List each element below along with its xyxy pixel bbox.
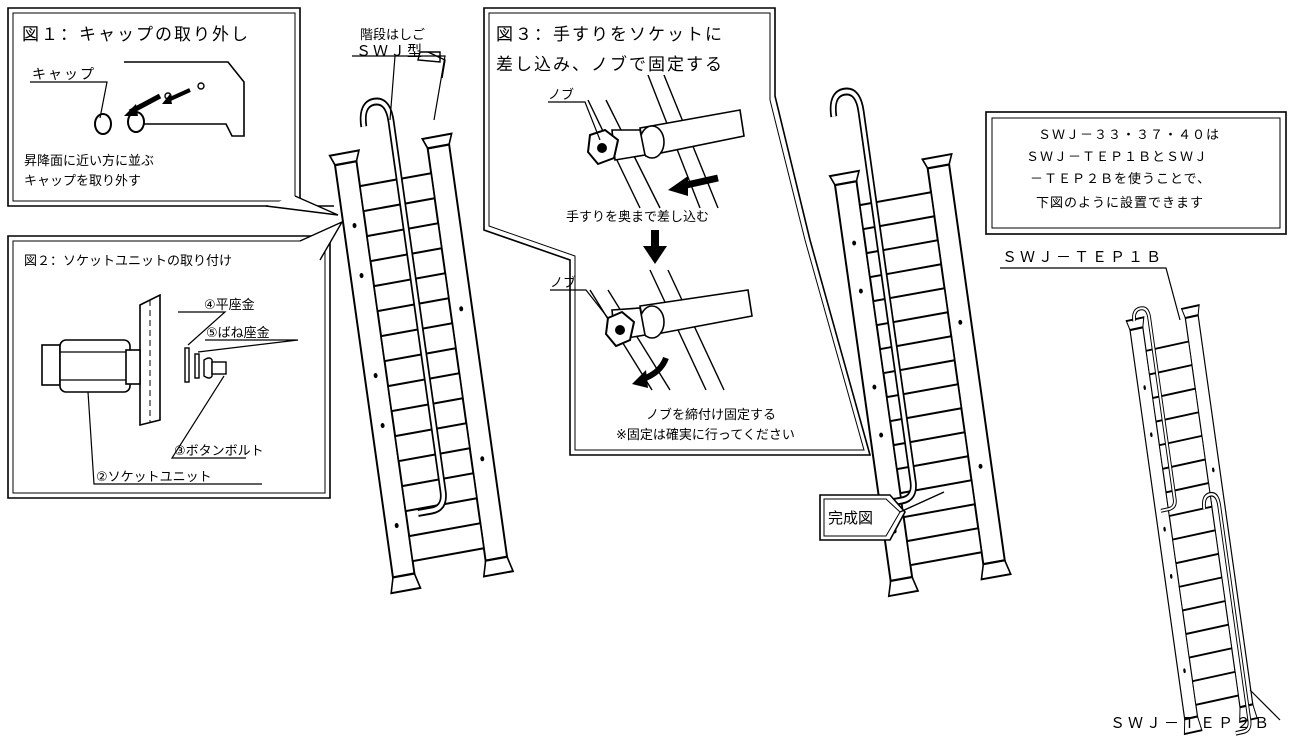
cap-label: キャップ (32, 67, 96, 83)
tep2b-leader (1249, 689, 1281, 721)
info-line2: ＳＷＪ－ＴＥＰ１ＢとＳＷＪ (1026, 150, 1209, 165)
fig1-title: 図１：キャップの取り外し (22, 25, 250, 45)
button-bolt-label: ③ボタンボルト (174, 444, 264, 459)
knob-label-1: ノブ (548, 88, 575, 103)
info-line4: 下図のように設置できます (1036, 196, 1205, 211)
stair-leader (352, 55, 446, 121)
info-line1: ＳＷＪ－３３・３７・４０は (1038, 128, 1221, 143)
caution-text: ※固定は確実に行ってください (616, 428, 795, 443)
fig2-title: 図２：ソケットユニットの取り付け (24, 254, 233, 269)
knob-label-2: ノブ (550, 276, 577, 291)
tep2b-label: ＳＷＪ－ＴＥＰ２Ｂ (1110, 714, 1273, 732)
fig1-callout (7, 7, 339, 216)
flat-washer-label: ④平座金 (204, 298, 255, 313)
fig3-title-line2: 差し込み、ノブで固定する (496, 55, 724, 75)
completed-label: 完成図 (828, 509, 874, 527)
stair-name-line2: ＳＷＪ型 (356, 42, 425, 60)
tep1b-leader (1000, 267, 1181, 321)
fig3-callout (483, 7, 872, 456)
completed-callout (819, 494, 906, 541)
fig3-title-line1: 図３：手すりをソケットに (496, 25, 724, 45)
long-ladder (1125, 303, 1259, 736)
socket-unit-label: ②ソケットユニット (96, 470, 212, 485)
info-line3: －ＴＥＰ２Ｂを使うことで、 (1030, 172, 1212, 187)
tep1b-label: ＳＷＪ－ＴＥＰ１Ｂ (1002, 248, 1165, 266)
fig1-note-line1: 昇降面に近い方に並ぶ (24, 154, 155, 169)
insert-text: 手すりを奥まで差し込む (566, 210, 710, 225)
info-box (985, 111, 1287, 235)
spring-washer-label: ⑤ばね座金 (206, 326, 270, 341)
stair-name-line1: 階段はしご (360, 28, 426, 43)
fig2-callout (7, 220, 344, 499)
tighten-text: ノブを締付け固定する (646, 408, 777, 423)
fig1-note-line2: キャップを取り外す (24, 174, 142, 189)
